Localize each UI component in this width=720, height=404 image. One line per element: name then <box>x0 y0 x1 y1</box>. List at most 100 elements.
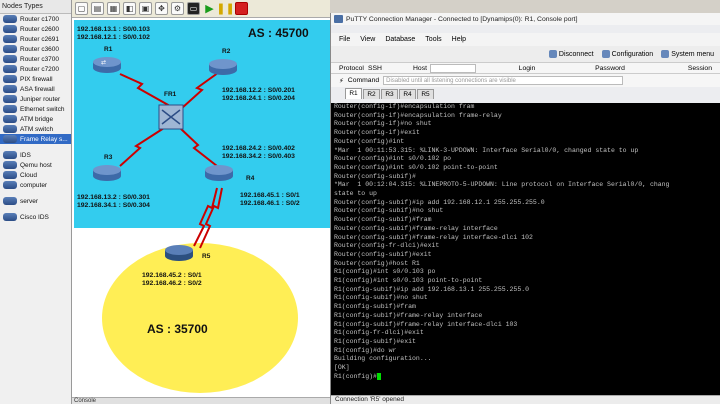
link-r4-fr1 <box>179 127 218 167</box>
node-type-item[interactable]: Router c7200 <box>0 64 71 74</box>
r5-label: R5 <box>202 253 211 260</box>
node-type-item[interactable]: IDS <box>0 150 71 160</box>
topology-canvas[interactable]: ⇄ R1 R2 R3 R4 R5 FR1 AS : 45700 AS : 357… <box>72 18 330 404</box>
node-types-header: Nodes Types <box>0 0 71 14</box>
tab-r1[interactable]: R1 <box>345 88 362 99</box>
terminal-line: R1(config-fr-dlci)#exit <box>334 329 718 338</box>
terminal-line: Router(config)#int s0/0.102 po <box>334 155 718 164</box>
terminal-line: R1(config-subif)#no shut <box>334 294 718 303</box>
menu-view[interactable]: View <box>360 36 376 43</box>
node-type-item[interactable]: computer <box>0 180 71 190</box>
protocol-select[interactable]: SSH <box>367 64 382 72</box>
node-type-item[interactable]: ATM switch <box>0 124 71 134</box>
command-icon: ⚡ <box>339 76 344 85</box>
terminal-line: Router(config-subif)#fram <box>334 216 718 225</box>
password-group: Password <box>565 65 655 72</box>
node-type-item[interactable]: Qemu host <box>0 160 71 170</box>
router-r3[interactable] <box>92 164 122 182</box>
r4-ip-2: 192.168.34.2 : S0/0.403 <box>222 153 295 160</box>
terminal-line-text: Router(config-subif)#ip add 192.168.12.1… <box>334 198 545 206</box>
node-type-icon <box>3 85 17 93</box>
terminal-line-text: R1(config-subif)#frame-relay interface <box>334 311 483 319</box>
snapshot-icon[interactable]: ◧ <box>123 2 136 15</box>
node-type-item[interactable]: Ethernet switch <box>0 104 71 114</box>
putty-title: PuTTY Connection Manager - Connected to … <box>346 15 578 23</box>
frame-relay-switch-fr1[interactable] <box>158 104 184 130</box>
node-type-icon <box>3 45 17 53</box>
configuration-button[interactable]: Configuration <box>601 50 653 58</box>
node-type-item[interactable]: Cloud <box>0 170 71 180</box>
node-type-label: PIX firewall <box>20 75 53 83</box>
node-type-icon <box>3 75 17 83</box>
disconnect-icon <box>548 50 557 58</box>
host-input[interactable] <box>429 63 476 73</box>
terminal-line-text: R1(config)# <box>334 373 377 381</box>
terminal-line-text: R1(config-subif)#exit <box>334 337 416 345</box>
node-type-label: Router c3600 <box>20 45 60 53</box>
start-icon[interactable]: ▶ <box>205 2 214 15</box>
save-icon[interactable]: ▦ <box>107 2 120 15</box>
menu-file[interactable]: File <box>339 36 351 43</box>
node-type-item[interactable]: Frame Relay s... <box>0 134 71 144</box>
terminal-line-text: R1(config-subif)#ip add 192.168.13.1 255… <box>334 285 530 293</box>
terminal-line-text: Router(config-subif)# <box>334 172 416 180</box>
router-r4[interactable] <box>204 164 234 182</box>
system-menu-icon <box>661 50 670 58</box>
console-icon[interactable]: ▭ <box>187 2 200 15</box>
terminal-line-text: Router(config)#int <box>334 137 405 145</box>
router-r2[interactable] <box>208 58 238 76</box>
terminal-line: R1(config)#int s0/0.103 po <box>334 268 718 277</box>
router-r5[interactable] <box>164 244 194 262</box>
command-bar: ⚡ Command Disabled until all listening c… <box>331 74 720 87</box>
menu-tools[interactable]: Tools <box>425 36 442 43</box>
node-type-label: IDS <box>20 151 31 159</box>
node-type-item[interactable]: PIX firewall <box>0 74 71 84</box>
node-type-label: Router c2600 <box>20 25 60 33</box>
terminal-line-text: Router(config-subif)#frame-relay interfa… <box>334 233 533 241</box>
system-menu-button[interactable]: System menu <box>661 50 714 58</box>
node-type-icon <box>3 161 17 169</box>
node-type-icon <box>3 15 17 23</box>
stop-icon[interactable] <box>235 2 248 15</box>
node-type-item[interactable]: ATM bridge <box>0 114 71 124</box>
node-type-item[interactable]: server <box>0 196 71 206</box>
node-type-label: Cisco IDS <box>20 213 49 221</box>
node-type-item[interactable]: Router c3600 <box>0 44 71 54</box>
tab-r2[interactable]: R2 <box>363 89 380 99</box>
putty-window: PuTTY Connection Manager - Connected to … <box>330 13 720 404</box>
tab-r5[interactable]: R5 <box>417 89 434 99</box>
terminal-line-text: Building configuration... <box>334 355 432 363</box>
r4-label: R4 <box>246 175 255 182</box>
terminal-line: Router(config-if)#encapsulation fram <box>334 103 718 112</box>
terminal-line: Router(config-subif)#ip add 192.168.12.1… <box>334 199 718 208</box>
node-type-item[interactable]: Router c2600 <box>0 24 71 34</box>
node-type-item[interactable]: Juniper router <box>0 94 71 104</box>
terminal-line-text: Router(config-if)#encapsulation fram <box>334 103 475 110</box>
new-icon[interactable]: ▢ <box>75 2 88 15</box>
r1-ip-2: 192.168.12.1 : S0/0.102 <box>77 34 150 41</box>
router-r1[interactable]: ⇄ <box>92 56 122 74</box>
link-r3-fr1 <box>119 127 165 167</box>
terminal-line: Router(config-if)#encapsulation frame-re… <box>334 112 718 121</box>
as1-label: AS : 45700 <box>248 26 309 40</box>
add-link-icon[interactable]: ⚙ <box>171 2 184 15</box>
node-type-item[interactable]: ASA firewall <box>0 84 71 94</box>
node-type-item[interactable]: Router c3700 <box>0 54 71 64</box>
suspend-icon[interactable]: ❚❚ <box>216 2 235 15</box>
tab-r4[interactable]: R4 <box>399 89 416 99</box>
command-input[interactable]: Disabled until all listening connections… <box>383 76 624 85</box>
move-icon[interactable]: ✥ <box>155 2 168 15</box>
node-type-item[interactable]: Router c2691 <box>0 34 71 44</box>
menu-help[interactable]: Help <box>451 36 467 43</box>
screenshot-icon[interactable]: ▣ <box>139 2 152 15</box>
node-type-icon <box>3 135 17 143</box>
open-icon[interactable]: ▤ <box>91 2 104 15</box>
menu-database[interactable]: Database <box>385 36 416 43</box>
node-type-item[interactable]: Router c1700 <box>0 14 71 24</box>
tab-r3[interactable]: R3 <box>381 89 398 99</box>
terminal-line-text: Router(config)#host R1 <box>334 259 420 267</box>
host-group: Host <box>413 63 489 73</box>
disconnect-button[interactable]: Disconnect <box>548 50 594 58</box>
node-type-item[interactable]: Cisco IDS <box>0 212 71 222</box>
